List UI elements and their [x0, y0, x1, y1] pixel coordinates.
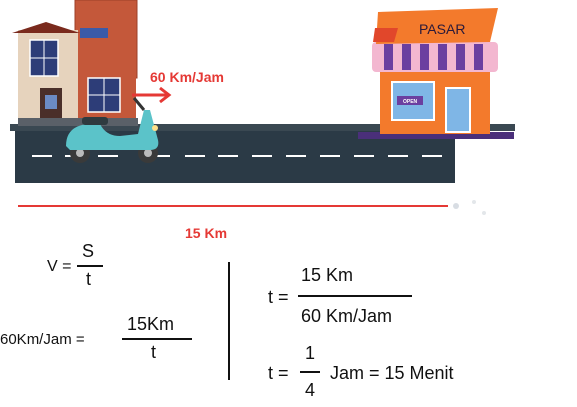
substitution-fraction-bar	[122, 338, 192, 340]
speed-arrow-icon	[132, 86, 172, 104]
time2-result: Jam = 15 Menit	[330, 363, 454, 383]
time1-lhs: t =	[268, 287, 289, 307]
house-icon	[12, 0, 138, 126]
time2-lhs: t =	[268, 363, 289, 383]
market-shop-icon	[358, 8, 514, 139]
time1-denominator: 60 Km/Jam	[301, 306, 393, 326]
distance-line	[18, 200, 486, 215]
road-curb	[10, 124, 515, 131]
substitution-denominator: t	[151, 342, 157, 362]
time2-numerator: 1	[305, 343, 316, 363]
time1-fraction-bar	[298, 295, 412, 297]
velocity-denominator: t	[86, 269, 92, 289]
time2-denominator: 4	[305, 380, 316, 400]
distance-label: 15 Km	[185, 225, 227, 241]
time1-numerator: 15 Km	[301, 265, 354, 285]
shop-sign-label: PASAR	[419, 21, 465, 37]
vertical-divider	[228, 262, 230, 380]
substitution-lhs: 60Km/Jam =	[0, 331, 85, 348]
velocity-numerator: S	[82, 241, 95, 261]
speed-label: 60 Km/Jam	[150, 69, 224, 85]
velocity-fraction-bar	[77, 265, 103, 267]
scooter-icon	[66, 97, 159, 163]
velocity-lhs: V =	[47, 258, 72, 275]
substitution-numerator: 15Km	[127, 314, 175, 334]
shop-open-sign: OPEN	[403, 99, 418, 105]
time2-fraction-bar	[300, 371, 320, 373]
